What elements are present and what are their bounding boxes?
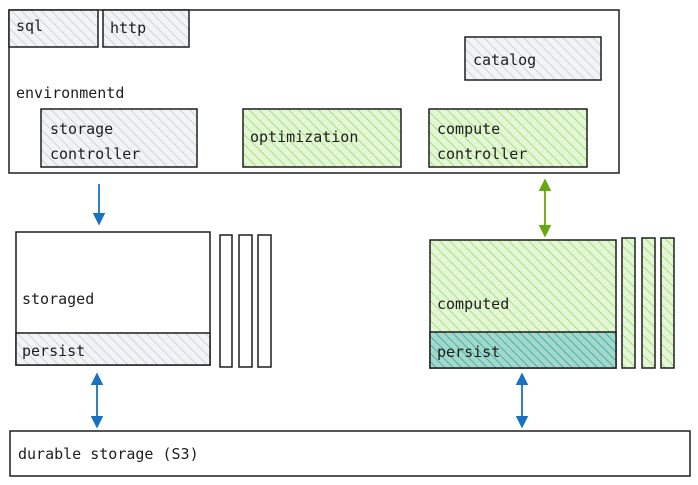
catalog-box: catalog: [464, 36, 602, 81]
sql-box: sql: [8, 9, 99, 48]
storage-controller-label-line2: controller: [50, 145, 140, 163]
optimization-label: optimization: [250, 128, 358, 146]
compute-controller-box: compute controller: [428, 108, 588, 168]
storaged-replica-3: [257, 234, 272, 368]
computed-persist-box: persist: [429, 331, 617, 369]
computed-persist-label: persist: [437, 343, 500, 361]
durable-storage-box: durable storage (S3): [9, 430, 691, 477]
storaged-replica-2: [238, 234, 253, 368]
http-box: http: [102, 9, 190, 48]
environmentd-label: environmentd: [16, 84, 124, 102]
storaged-label: storaged: [22, 290, 94, 308]
computed-replica-2: [641, 237, 656, 369]
storaged-replica-1: [219, 234, 233, 368]
computed-replica-3: [660, 237, 675, 369]
catalog-label: catalog: [473, 51, 536, 69]
optimization-box: optimization: [242, 108, 402, 168]
sql-label: sql: [16, 17, 43, 35]
computed-replica-1: [621, 237, 636, 369]
durable-storage-label: durable storage (S3): [18, 445, 199, 463]
storage-controller-label-line1: storage: [50, 120, 113, 138]
computed-label: computed: [437, 295, 509, 313]
compute-controller-label-line1: compute: [437, 120, 500, 138]
http-label: http: [110, 19, 146, 37]
storage-controller-box: storage controller: [40, 108, 198, 168]
compute-controller-label-line2: controller: [437, 145, 527, 163]
storaged-persist-label: persist: [22, 342, 85, 360]
storaged-persist-box: persist: [15, 332, 211, 366]
